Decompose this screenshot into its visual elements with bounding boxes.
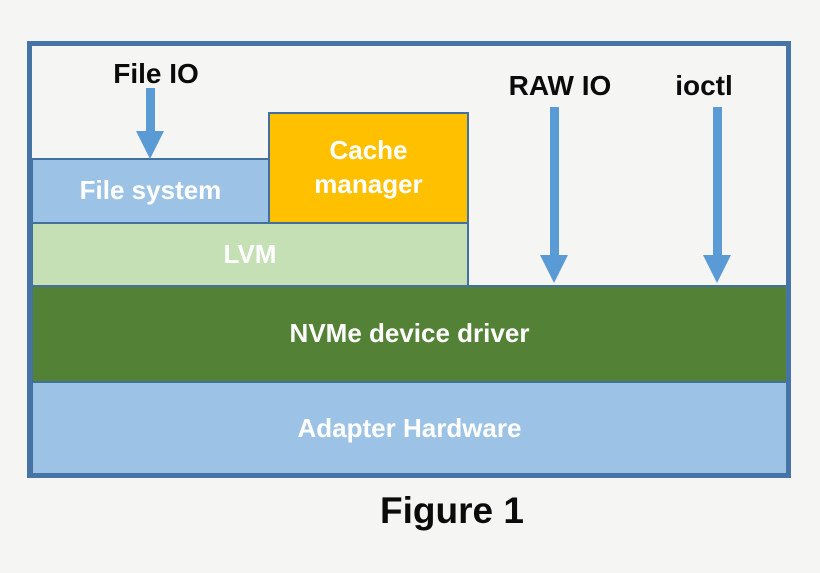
file-system-label: File system [79, 175, 222, 206]
arrow-head [540, 255, 568, 283]
arrow-shaft [146, 88, 155, 133]
figure-caption: Figure 1 [380, 490, 524, 531]
box-lvm: LVM [31, 222, 469, 287]
nvme-device-driver-label: NVMe device driver [289, 318, 530, 349]
arrow-shaft [550, 107, 559, 257]
raw-io-label: RAW IO [508, 70, 612, 101]
box-adapter-hardware: Adapter Hardware [31, 381, 788, 477]
box-cache-manager: Cache manager [268, 112, 469, 224]
box-file-system: File system [31, 158, 270, 224]
cache-manager-label: Cache manager [314, 135, 423, 199]
file-io-label: File IO [113, 58, 199, 89]
lvm-label: LVM [223, 238, 277, 269]
adapter-hardware-label: Adapter Hardware [297, 413, 522, 444]
box-nvme-device-driver: NVMe device driver [31, 285, 788, 383]
arrow-shaft [713, 107, 722, 257]
arrow-head [136, 131, 164, 159]
ioctl-label: ioctl [675, 70, 733, 101]
arrow-head [703, 255, 731, 283]
